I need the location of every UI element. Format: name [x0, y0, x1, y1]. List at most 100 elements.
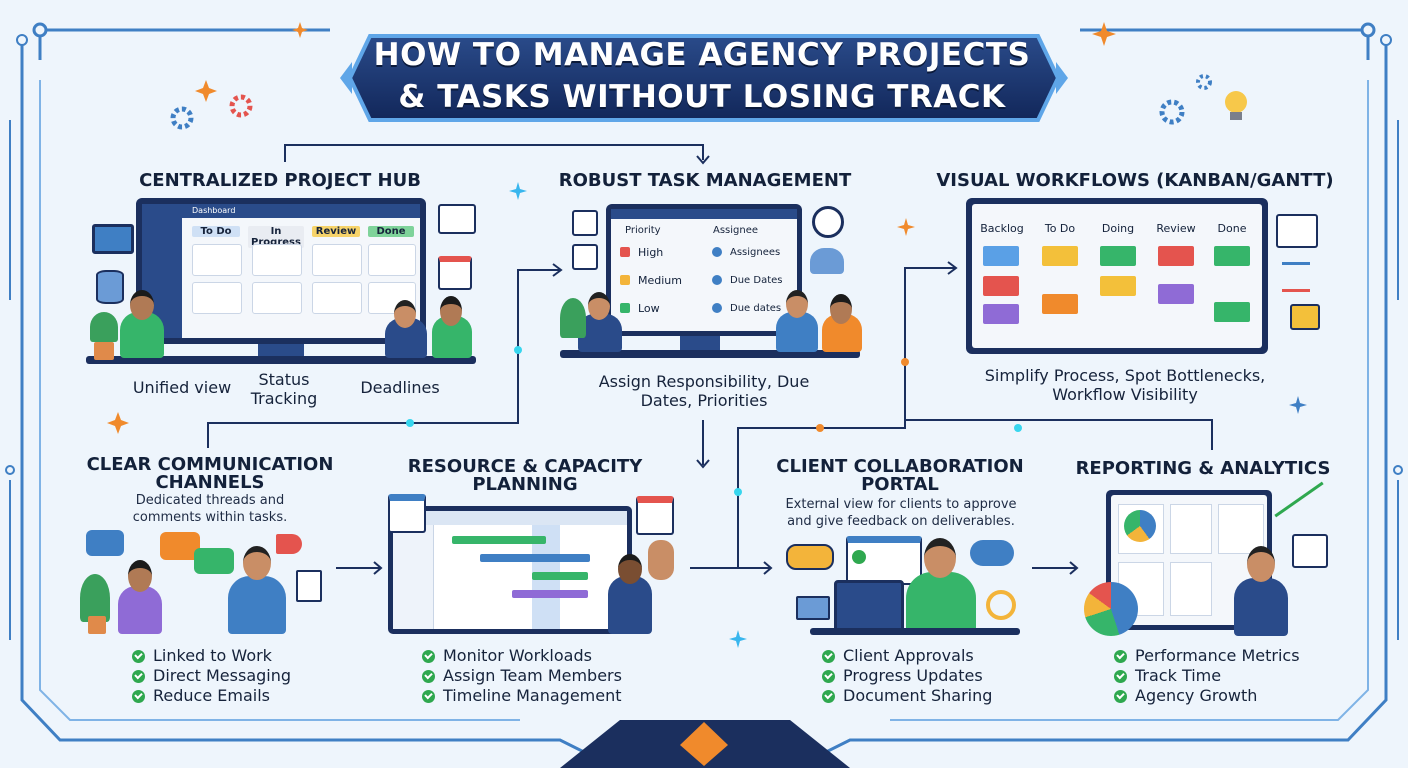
- resources-person: [608, 576, 652, 634]
- workflows-title: VISUAL WORKFLOWS (KANBAN/GANTT): [936, 170, 1334, 191]
- priority-high-marker: [620, 247, 630, 257]
- check-icon: [422, 649, 435, 663]
- resources-title-line2: PLANNING: [472, 474, 578, 495]
- avatar-icon: [712, 303, 722, 313]
- tasks-row-assignee: Assignees: [712, 242, 780, 262]
- comm-title-line1: CLEAR COMMUNICATION: [86, 454, 334, 475]
- hub-col-todo: To Do: [192, 226, 240, 237]
- check-icon: [132, 669, 145, 683]
- clock-icon: [812, 206, 844, 238]
- plant-icon: [80, 574, 110, 622]
- tasks-row-low: Low: [620, 298, 660, 318]
- hub-title: CENTRALIZED PROJECT HUB: [139, 170, 421, 191]
- kanban-col-done: Done: [1217, 222, 1247, 235]
- check-icon: [1114, 649, 1127, 663]
- reporting-person: [1234, 578, 1288, 636]
- check-icon: [132, 649, 145, 663]
- chart-icon: [438, 204, 476, 234]
- check-icon: [422, 669, 435, 683]
- title-line-1: HOW TO MANAGE AGENCY PROJECTS: [373, 37, 1031, 73]
- tasks-caption: Assign Responsibility, Due Dates, Priori…: [598, 372, 810, 410]
- check-icon: [822, 669, 835, 683]
- tasks-person-right-1: [776, 312, 818, 352]
- hub-col-inprogress: In Progress: [248, 226, 304, 248]
- kanban-col-backlog: Backlog: [980, 222, 1024, 235]
- list-item: Performance Metrics: [1114, 646, 1300, 666]
- document-icon: [296, 570, 322, 602]
- calendar-icon: [388, 494, 426, 533]
- calendar-icon: [636, 496, 674, 535]
- portal-desc: External view for clients to approve and…: [785, 497, 1017, 529]
- tasks-row-priority: High: [638, 245, 664, 259]
- cloud-upload-icon: [970, 540, 1014, 566]
- hub-window-title: Dashboard: [192, 206, 236, 215]
- kanban-col-review: Review: [1156, 222, 1196, 235]
- portal-checklist: Client Approvals Progress Updates Docume…: [822, 646, 992, 706]
- tasks-title: ROBUST TASK MANAGEMENT: [558, 170, 852, 191]
- tasks-header-assignee: Assignee: [713, 225, 759, 236]
- tasks-row-priority: Low: [638, 301, 660, 315]
- plant-icon: [560, 298, 586, 338]
- comm-desc: Dedicated threads and comments within ta…: [132, 493, 288, 525]
- list-item: Linked to Work: [132, 646, 291, 666]
- check-icon: [422, 689, 435, 703]
- list-item: Timeline Management: [422, 686, 622, 706]
- key-icon: [986, 590, 1016, 620]
- list-item: Agency Growth: [1114, 686, 1300, 706]
- handshake-icon: [786, 544, 834, 570]
- portal-title-line1: CLIENT COLLABORATION: [776, 456, 1024, 477]
- team-icon: [648, 540, 674, 580]
- tasks-row-assignee: Due dates: [712, 298, 781, 318]
- megaphone-icon: [276, 534, 302, 554]
- list-icon: [1276, 214, 1318, 248]
- check-circle-icon: [852, 550, 866, 564]
- reporting-checklist: Performance Metrics Track Time Agency Gr…: [1114, 646, 1300, 706]
- comm-person-right: [228, 576, 286, 634]
- comm-checklist: Linked to Work Direct Messaging Reduce E…: [132, 646, 291, 706]
- portal-title-line2: PORTAL: [861, 474, 939, 495]
- checklist-icon: [572, 210, 598, 236]
- portal-person: [906, 572, 976, 632]
- chat-bubble-icon: [160, 532, 200, 560]
- calendar-icon: [438, 256, 472, 290]
- resources-title-line1: RESOURCE & CAPACITY: [407, 456, 643, 477]
- portal-monitor: [834, 580, 904, 632]
- avatar-icon: [712, 247, 722, 257]
- workflows-caption: Simplify Process, Spot Bottlenecks, Work…: [984, 366, 1266, 404]
- check-icon: [132, 689, 145, 703]
- hub-col-done: Done: [368, 226, 414, 237]
- hub-monitor: Dashboard To Do In Progress Review Done: [136, 198, 426, 344]
- hub-caption-2: Status Tracking: [250, 370, 318, 408]
- chat-bubble-icon: [194, 548, 234, 574]
- hub-caption-1: Unified view: [132, 378, 232, 397]
- hub-caption-3: Deadlines: [360, 378, 440, 397]
- list-item: Progress Updates: [822, 666, 992, 686]
- hub-col-review: Review: [312, 226, 360, 237]
- priority-low-marker: [620, 303, 630, 313]
- chat-bubble-icon: [86, 530, 124, 556]
- computer-icon: [92, 224, 134, 254]
- stack-icon: [1290, 304, 1320, 330]
- check-icon: [822, 689, 835, 703]
- tasks-row-assignee: Due Dates: [712, 270, 782, 290]
- pie-chart-icon: [1084, 582, 1138, 636]
- check-icon: [822, 649, 835, 663]
- gantt-chart: [388, 506, 632, 634]
- check-icon: [1114, 669, 1127, 683]
- checklist-icon: [572, 244, 598, 270]
- tasks-row-high: High: [620, 242, 663, 262]
- kanban-col-doing: Doing: [1101, 222, 1135, 235]
- database-icon: [96, 270, 124, 304]
- resources-checklist: Monitor Workloads Assign Team Members Ti…: [422, 646, 622, 706]
- list-item: Reduce Emails: [132, 686, 291, 706]
- tasks-row-priority: Medium: [638, 273, 682, 287]
- team-icon: [810, 248, 844, 274]
- comm-person-left: [118, 586, 162, 634]
- check-icon: [1114, 689, 1127, 703]
- priority-medium-marker: [620, 275, 630, 285]
- list-item: Document Sharing: [822, 686, 992, 706]
- avatar-icon: [712, 275, 722, 285]
- kanban-col-todo: To Do: [1044, 222, 1076, 235]
- title-banner: HOW TO MANAGE AGENCY PROJECTS & TASKS WI…: [352, 22, 1052, 130]
